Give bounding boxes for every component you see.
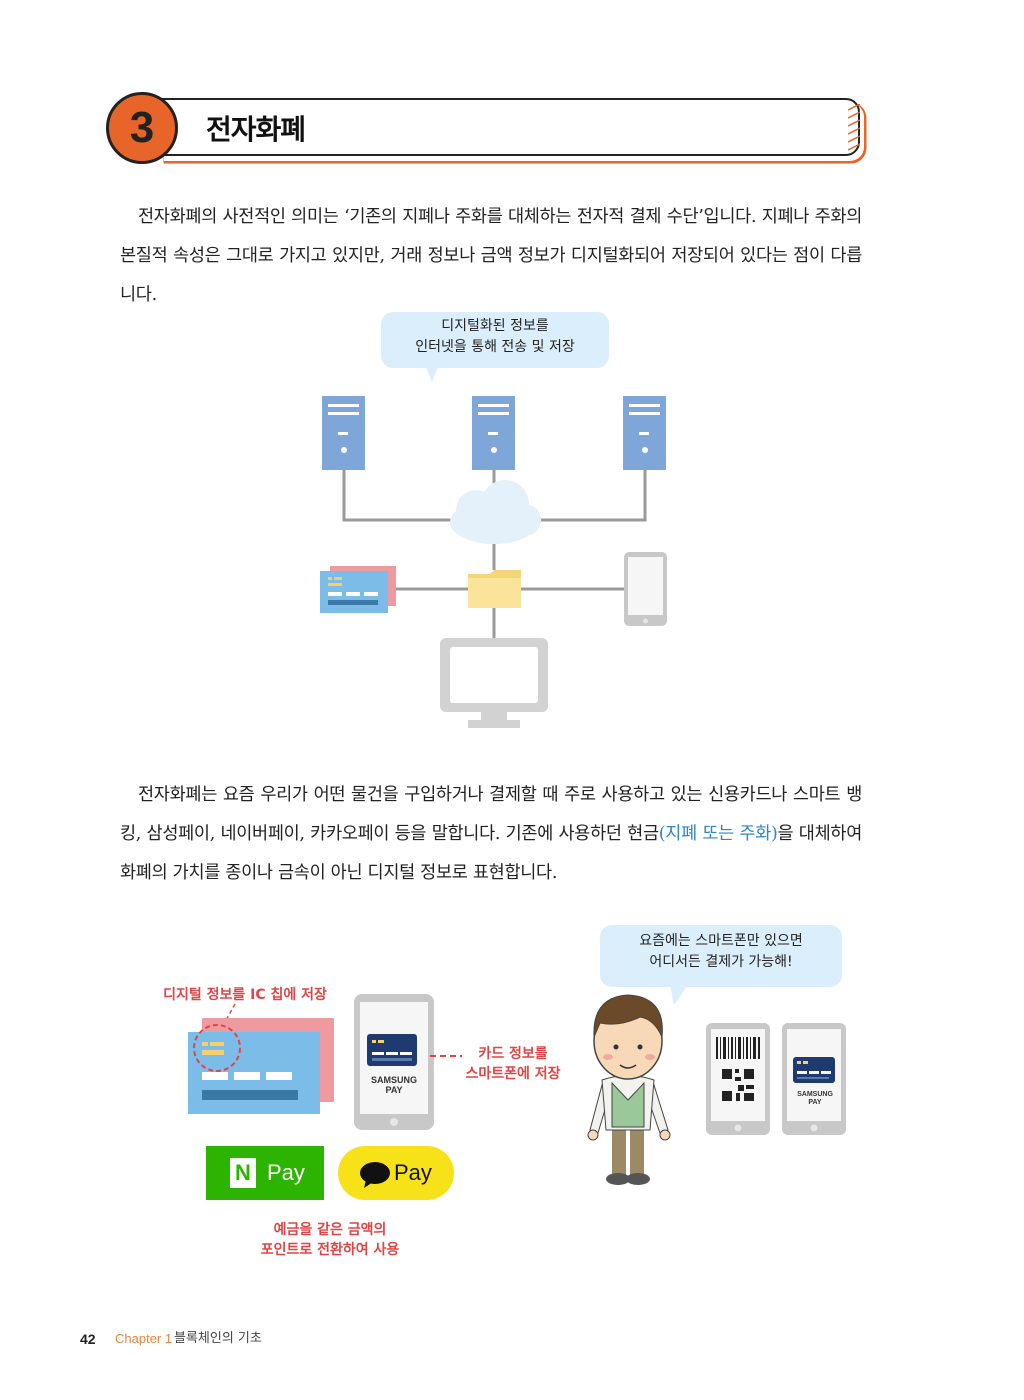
bubble-line-2: 인터넷을 통해 전송 및 저장 xyxy=(415,339,575,355)
paragraph-2-text: 전자화폐는 요즘 우리가 어떤 물건을 구입하거나 결제할 때 주로 사용하고 … xyxy=(120,785,862,844)
section-title-bar xyxy=(160,98,860,156)
bubble-line-1: 디지털화된 정보를 xyxy=(441,318,549,334)
person-bubble-line-1: 요즘에는 스마트폰만 있으면 xyxy=(639,933,803,949)
samsung-pay-phone-icon xyxy=(354,994,434,1130)
samsung-pay-label-line-1: SAMSUNG xyxy=(370,1075,417,1085)
server-icon-center xyxy=(472,396,515,470)
smartphone-icon xyxy=(624,552,667,626)
credit-card-icon xyxy=(188,1032,320,1114)
section-title: 전자화폐 xyxy=(206,114,306,145)
card-info-label-line-1: 카드 정보를 xyxy=(478,1046,548,1062)
network-diagram xyxy=(320,362,667,728)
credit-card-icon xyxy=(320,566,396,613)
section-number-badge: 3 xyxy=(106,92,178,164)
samsung-pay-label: SAMSUNG PAY xyxy=(360,1075,428,1095)
chapter-title: 블록체인의 기초 xyxy=(174,1331,262,1346)
paragraph-2-text-end: 을 대체하여 화폐의 가치를 종이나 금속이 아닌 디지털 정보로 표현합니다. xyxy=(120,824,862,883)
naver-n-icon: N xyxy=(230,1158,256,1188)
body-paragraph-2: 전자화폐는 요즘 우리가 어떤 물건을 구입하거나 결제할 때 주로 사용하고 … xyxy=(120,776,862,893)
page-number: 42 xyxy=(80,1331,96,1347)
folder-icon xyxy=(468,570,521,608)
paragraph-2-highlight: (지폐 또는 주화) xyxy=(658,824,778,844)
info-speech-bubble: 디지털화된 정보를 인터넷을 통해 전송 및 저장 xyxy=(381,312,609,368)
samsung-pay-label-2-line-1: SAMSUNG xyxy=(797,1091,833,1098)
points-label-line-1: 예금을 같은 금액의 xyxy=(273,1222,387,1238)
server-icon-right xyxy=(623,396,666,470)
points-label: 예금을 같은 금액의 포인트로 전환하여 사용 xyxy=(220,1220,440,1260)
naver-pay-logo xyxy=(206,1146,324,1200)
kakao-speech-icon xyxy=(360,1162,390,1188)
kakao-pay-text: Pay xyxy=(394,1160,432,1185)
kakao-pay-logo xyxy=(338,1146,454,1200)
server-icon-left xyxy=(322,396,365,470)
monitor-icon xyxy=(440,638,548,728)
person-speech-bubble: 요즘에는 스마트폰만 있으면 어디서든 결제가 가능해! xyxy=(600,925,842,987)
person-icon xyxy=(587,994,671,1185)
bubble-tail xyxy=(424,362,440,382)
person-bubble-line-2: 어디서든 결제가 가능해! xyxy=(649,954,793,970)
barcode-icon xyxy=(716,1037,760,1059)
card-info-label: 카드 정보를 스마트폰에 저장 xyxy=(458,1044,568,1084)
samsung-pay-label-2-line-2: PAY xyxy=(808,1099,822,1106)
card-info-label-line-2: 스마트폰에 저장 xyxy=(465,1066,561,1082)
samsung-pay-label-line-2: PAY xyxy=(385,1085,403,1095)
ic-chip-label: 디지털 정보를 IC 칩에 저장 xyxy=(163,987,327,1003)
body-paragraph-1: 전자화폐의 사전적인 의미는 ‘기존의 지폐나 주화를 대체하는 전자적 결제 … xyxy=(120,207,862,305)
cloud-icon xyxy=(450,480,541,544)
person-and-phones-illustration xyxy=(587,985,846,1185)
section-bar-hatch xyxy=(848,104,860,151)
samsung-pay-label-2: SAMSUNG PAY xyxy=(788,1091,842,1107)
qr-code-icon xyxy=(722,1069,754,1101)
ic-chip-highlight xyxy=(193,1024,241,1072)
card-and-phone-illustration xyxy=(188,994,462,1130)
chapter-label: Chapter 1 xyxy=(115,1331,173,1346)
points-label-line-2: 포인트로 전환하여 사용 xyxy=(260,1242,400,1258)
barcode-qr-phone-icon xyxy=(706,1023,770,1135)
samsung-pay-phone-icon-2 xyxy=(782,1023,846,1135)
naver-pay-text: Pay xyxy=(267,1160,305,1185)
person-bubble-tail xyxy=(670,985,688,1005)
